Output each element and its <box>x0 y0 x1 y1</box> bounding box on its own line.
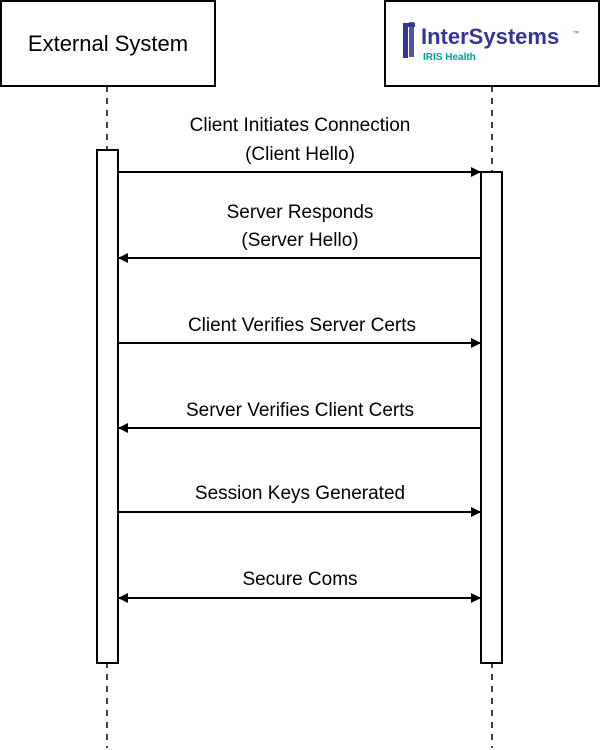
intersystems-logo-subtext: IRIS Health <box>423 52 476 63</box>
activation-bar-external-system <box>96 149 119 664</box>
message-label: Client Verifies Server Certs <box>188 315 416 336</box>
message-1: Client Initiates Connection (Client Hell… <box>118 115 481 177</box>
message-6: Secure Coms <box>118 569 481 603</box>
participant-external-system-label: External System <box>28 31 188 56</box>
message-3: Client Verifies Server Certs <box>118 315 481 348</box>
message-5: Session Keys Generated <box>118 483 481 517</box>
message-label: Secure Coms <box>242 569 357 590</box>
message-4: Server Verifies Client Certs <box>118 400 481 433</box>
intersystems-logo-text: InterSystems <box>421 24 559 49</box>
message-2: Server Responds (Server Hello) <box>118 202 481 263</box>
message-label: (Client Hello) <box>245 144 355 165</box>
message-label: Server Verifies Client Certs <box>186 400 414 421</box>
intersystems-logo-mark <box>403 22 415 58</box>
message-label: Server Responds <box>227 202 374 223</box>
participant-external-system: External System <box>0 0 216 87</box>
message-label: Client Initiates Connection <box>190 115 411 136</box>
participant-intersystems: InterSystems ™ IRIS Health <box>384 0 600 87</box>
intersystems-logo: InterSystems ™ IRIS Health <box>403 22 579 63</box>
message-label: Session Keys Generated <box>195 483 405 504</box>
intersystems-logo-tm: ™ <box>573 30 579 37</box>
message-label: (Server Hello) <box>241 230 358 251</box>
activation-bar-intersystems <box>480 171 503 664</box>
